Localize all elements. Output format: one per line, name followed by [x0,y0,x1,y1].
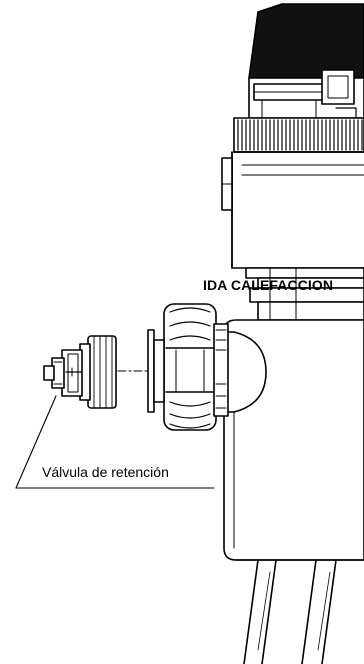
supply-heating-label: IDA CALEFACCION [203,277,334,293]
main-body [217,319,364,664]
lower-pipe-left [243,559,277,664]
side-port [217,331,267,413]
hex-nut [147,303,229,431]
connector-plug [321,69,355,105]
neck-fitting [245,267,364,321]
check-valve-label: Válvula de retención [42,464,169,480]
actuator-black-dome [248,3,364,79]
lower-pipe-right [301,559,337,664]
actuator-head [248,3,364,119]
upper-body [221,151,364,269]
knurled-ring [233,117,364,153]
callout-leader [15,395,215,489]
check-valve-cartridge [43,335,117,409]
